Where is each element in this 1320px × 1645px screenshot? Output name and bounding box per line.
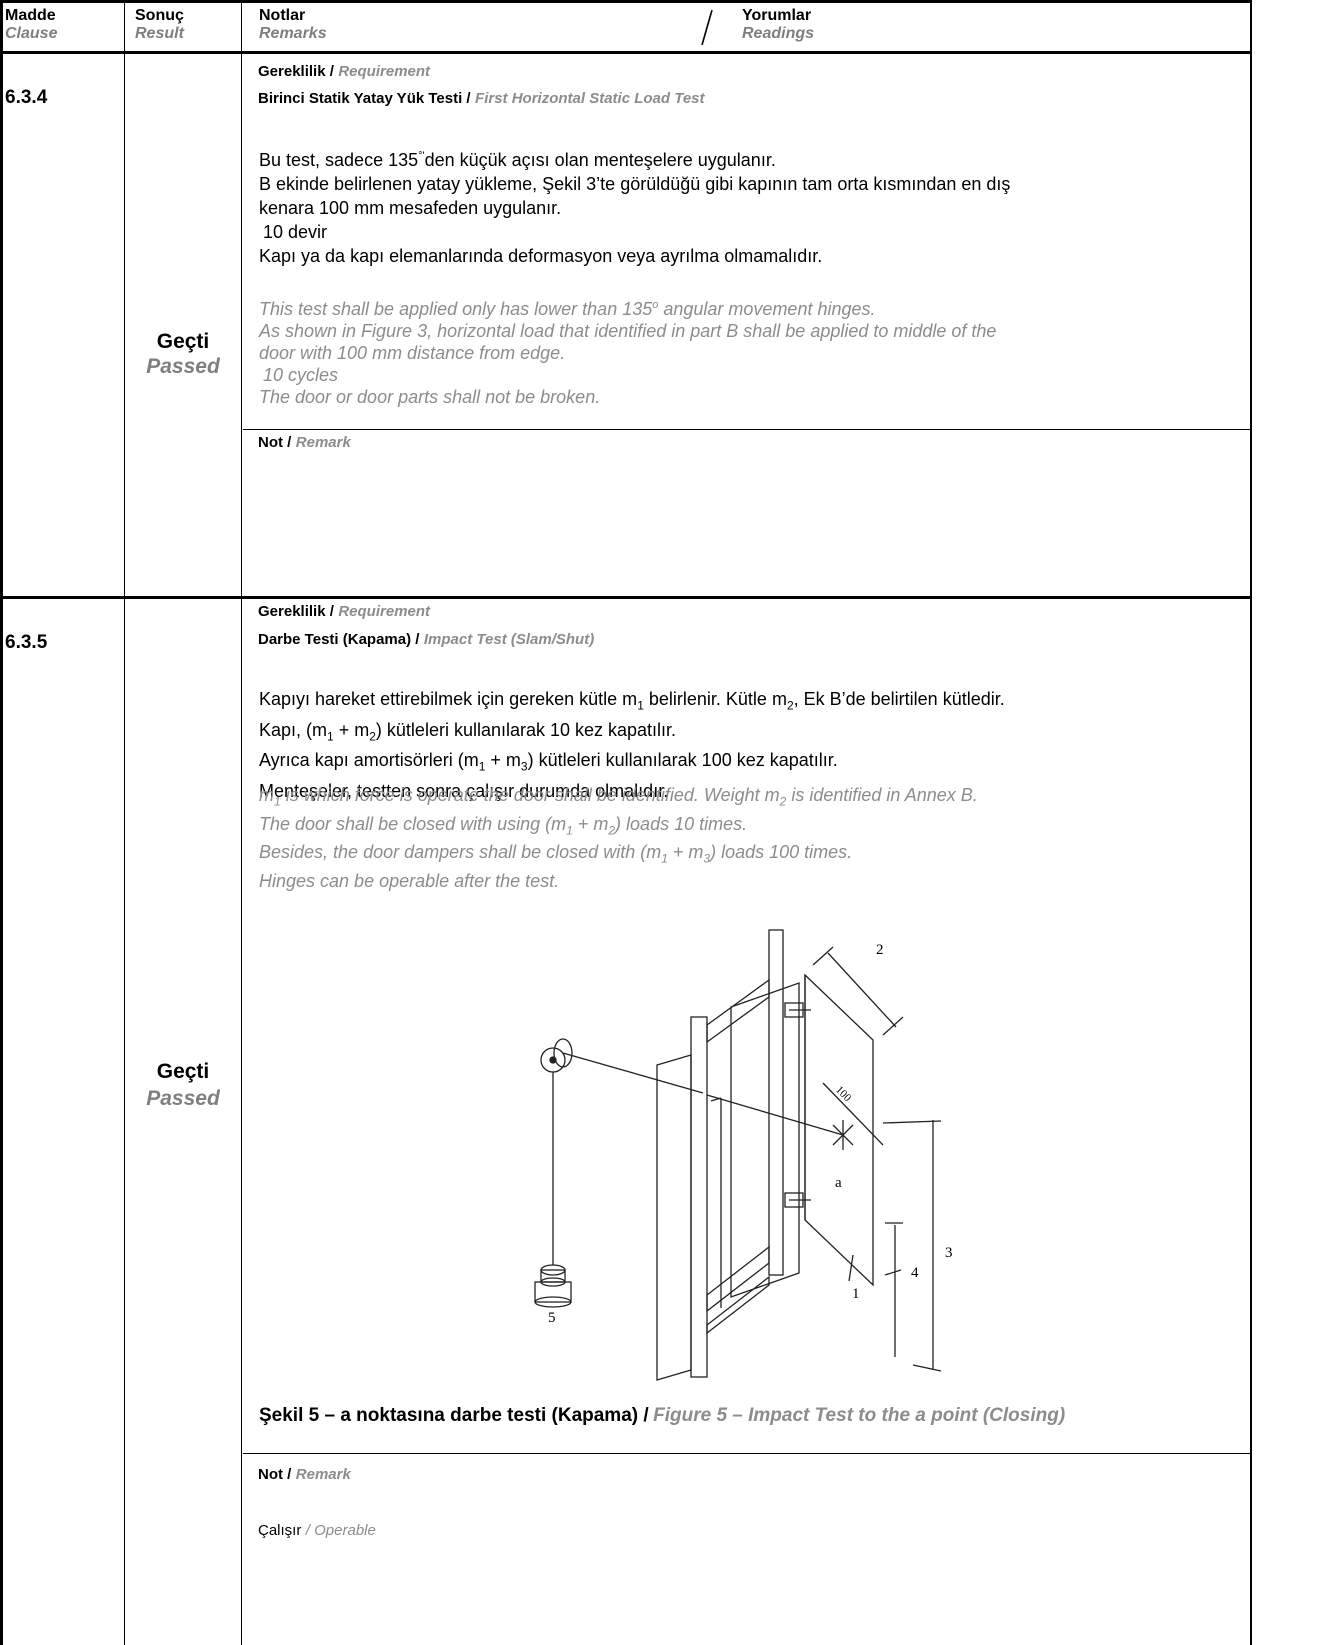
figure-caption-tr: Şekil 5 – a noktasına darbe testi (Kapam… [259, 1405, 649, 1426]
en-line: This test shall be applied only has lowe… [259, 299, 876, 319]
header-result-en: Result [135, 25, 184, 42]
remark-label-en: Remark [295, 434, 351, 451]
remark-text: Çalışır / Operable [258, 1522, 376, 1540]
figure-label-2: 2 [876, 942, 884, 958]
test-title: Darbe Testi (Kapama) / Impact Test (Slam… [258, 631, 594, 649]
test-title-tr: Darbe Testi (Kapama) / [258, 631, 420, 648]
en-line: 10 cycles [263, 365, 339, 385]
header-clause-tr: Madde [5, 7, 56, 24]
remark-label-tr: Not / [258, 434, 292, 451]
en-line: As shown in Figure 3, horizontal load th… [259, 321, 997, 341]
figure-caption: Şekil 5 – a noktasına darbe testi (Kapam… [259, 1405, 1065, 1427]
remark-text-tr: Çalışır [258, 1522, 302, 1539]
tr-line: B ekinde belirlenen yatay yükleme, Şekil… [259, 174, 1011, 194]
result-passed-en: Passed [146, 355, 220, 378]
header-bottom-border [3, 51, 1250, 54]
tr-line: Kapıyı hareket ettirebilmek için gereken… [259, 689, 1005, 713]
clause-number: 6.3.4 [5, 87, 48, 108]
frame-beam-top [706, 978, 770, 1044]
en-line: The door shall be closed with using (m1 … [259, 813, 748, 838]
header-notes-tr: Notlar [259, 7, 306, 24]
clause-number: 6.3.5 [5, 632, 48, 653]
remark-label-tr: Not / [258, 1466, 292, 1483]
result-passed-en: Passed [146, 1087, 220, 1110]
door-panel-middle [730, 982, 800, 1298]
remark-label-en: Remark [295, 1466, 351, 1483]
requirement-label-tr: Gereklilik / [258, 603, 334, 620]
tr-line: Kapı, (m1 + m2) kütleleri kullanılarak 1… [259, 719, 677, 744]
requirement-text-tr: Kapıyı hareket ettirebilmek için gereken… [259, 688, 1005, 802]
requirement-text-en: This test shall be applied only has lowe… [259, 294, 996, 408]
figure-label-4: 4 [911, 1265, 919, 1281]
requirement-label: Gereklilik / Requirement [258, 63, 430, 81]
remark-label: Not / Remark [258, 1466, 351, 1484]
tr-line: Menteşeler, testten sonra çalışır durumd… [259, 780, 669, 801]
impact-test-figure [534, 929, 942, 1381]
requirement-label-en: Requirement [338, 63, 431, 80]
en-line: m1 is which force is operate the door sh… [259, 785, 978, 809]
figure-label-3: 3 [945, 1245, 953, 1261]
en-line: door with 100 mm distance from edge. [259, 343, 566, 363]
header-comments-en: Readings [742, 25, 815, 42]
column-divider-2 [241, 0, 242, 1645]
requirement-text-en: m1 is which force is operate the door sh… [259, 784, 978, 892]
test-report-table: Madde Clause Sonuç Result Notlar Remarks… [0, 0, 1252, 1645]
header-notes-en: Remarks [259, 25, 327, 42]
tr-line: kenara 100 mm mesafeden uygulanır. [259, 198, 562, 218]
door-leaf-open [804, 973, 874, 1287]
result-passed-tr: Geçti [156, 1060, 210, 1083]
remark-divider-1 [243, 429, 1250, 430]
figure-caption-en: Figure 5 – Impact Test to the a point (C… [653, 1405, 1066, 1426]
requirement-label: Gereklilik / Requirement [258, 603, 430, 621]
test-title: Birinci Statik Yatay Yük Testi / First H… [258, 90, 705, 108]
frame-beam-bottom [706, 1245, 770, 1313]
en-line: Besides, the door dampers shall be close… [259, 842, 853, 866]
header-result-tr: Sonuç [135, 7, 184, 24]
remark-label: Not / Remark [258, 434, 351, 452]
tr-line: Ayrıca kapı amortisörleri (m1 + m3) kütl… [259, 750, 838, 774]
requirement-label-en: Requirement [338, 603, 431, 620]
tr-line: Bu test, sadece 135°'den küçük açısı ola… [259, 150, 776, 170]
frame-post-front [690, 1016, 708, 1378]
en-line: Hinges can be operable after the test. [259, 870, 560, 891]
figure-label-5: 5 [548, 1310, 556, 1326]
test-title-tr: Birinci Statik Yatay Yük Testi / [258, 90, 471, 107]
section-divider [3, 596, 1250, 599]
column-divider-1 [124, 0, 125, 1645]
weight-upper [540, 1269, 566, 1283]
header-slash-divider [701, 9, 713, 46]
frame-post-back [768, 929, 784, 1276]
remark-text-en: / Operable [305, 1522, 376, 1539]
result-passed-tr: Geçti [156, 330, 210, 353]
tr-line: 10 devir [263, 222, 328, 242]
test-title-en: Impact Test (Slam/Shut) [423, 631, 595, 648]
requirement-text-tr: Bu test, sadece 135°'den küçük açısı ola… [259, 145, 1010, 267]
requirement-label-tr: Gereklilik / [258, 63, 334, 80]
en-line: The door or door parts shall not be brok… [259, 387, 601, 407]
frame-beam-bottom-2 [706, 1275, 770, 1335]
table-top-border [3, 0, 1250, 3]
tr-line: Kapı ya da kapı elemanlarında deformasyo… [259, 246, 823, 266]
test-title-en: First Horizontal Static Load Test [475, 90, 705, 107]
figure-label-a: a [835, 1175, 842, 1191]
door-slab-left [656, 1054, 692, 1381]
weight-lower [534, 1281, 572, 1303]
header-comments-tr: Yorumlar [742, 7, 812, 24]
remark-divider-2 [243, 1453, 1250, 1454]
figure-label-1: 1 [852, 1286, 860, 1302]
header-clause-en: Clause [5, 25, 58, 42]
